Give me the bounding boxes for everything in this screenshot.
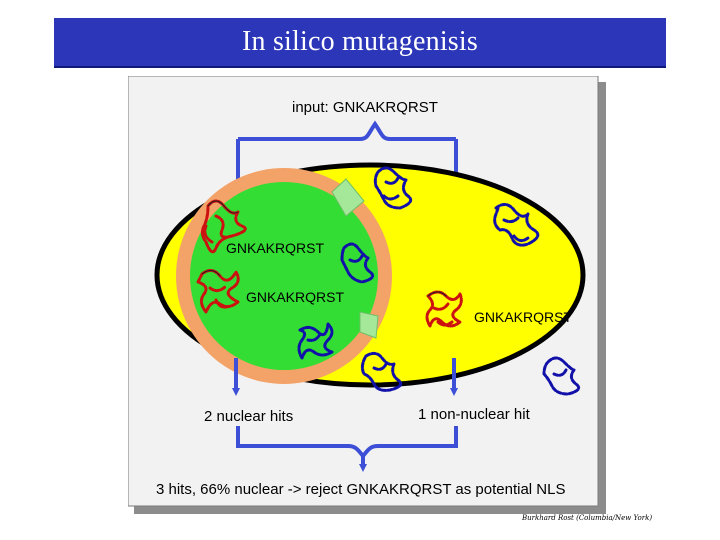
nuclear-pore-icon (331, 178, 365, 217)
protein-structure-icon (542, 356, 581, 396)
input-brace (234, 120, 460, 188)
protein-structure-icon (493, 203, 540, 247)
protein-structure-icon (297, 322, 334, 360)
diagram-svg: input: GNKAKRQRST (128, 76, 606, 514)
input-label: input: GNKAKRQRST (292, 99, 438, 116)
protein-structure-icon (425, 290, 463, 328)
nuclear-pore-icon (359, 311, 379, 339)
nuclear-hits-label: 2 nuclear hits (204, 408, 293, 425)
protein-structure-icon (196, 269, 240, 314)
sequence-label: GNKAKRQRST (226, 240, 324, 256)
sequence-label: GNKAKRQRST (246, 289, 344, 305)
slide-title: In silico mutagenisis (242, 26, 478, 57)
nucleus (190, 182, 378, 370)
result-brace (236, 426, 458, 472)
mutagenesis-diagram: input: GNKAKRQRST (128, 76, 606, 514)
title-bar: In silico mutagenisis (54, 18, 666, 68)
protein-structure-icon (373, 166, 413, 210)
sequence-label: GNKAKRQRST (474, 309, 572, 325)
non-nuclear-hit-label: 1 non-nuclear hit (418, 406, 531, 423)
protein-structure-icon (360, 351, 403, 392)
result-arrows (232, 358, 458, 396)
conclusion-text: 3 hits, 66% nuclear -> reject GNKAKRQRST… (156, 481, 566, 498)
protein-structure-icon (200, 199, 247, 254)
credit-text: Burkhard Rost (Columbia/New York) (522, 514, 653, 522)
protein-structure-icon (340, 242, 375, 284)
